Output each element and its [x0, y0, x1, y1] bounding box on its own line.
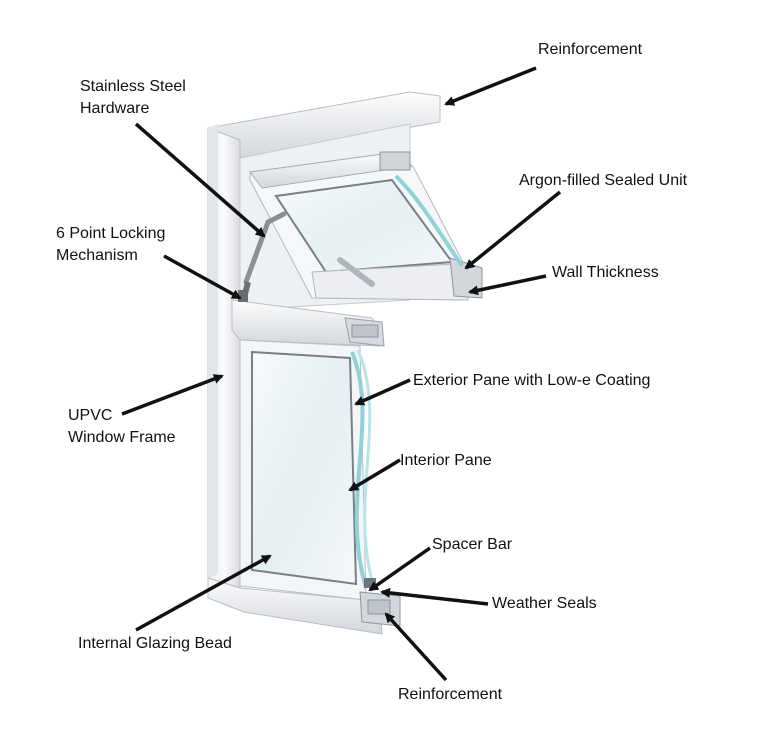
label-internal-glazing-bead: Internal Glazing Bead — [78, 635, 232, 652]
label-weather-seals: Weather Seals — [492, 595, 597, 612]
lower-glass-pane — [251, 350, 358, 586]
label-locking-line2: Mechanism — [56, 247, 138, 264]
arrow-spacer-bar — [368, 546, 432, 592]
label-upvc-window-frame: UPVC Window Frame — [68, 405, 176, 449]
arrow-internal-bead — [135, 554, 272, 632]
arrow-upvc — [121, 374, 224, 416]
locking-point — [238, 290, 248, 302]
label-argon-filled-sealed-unit: Argon-filled Sealed Unit — [519, 172, 688, 189]
arrow-weather-seals — [380, 587, 489, 606]
label-locking-line1: 6 Point Locking — [56, 225, 166, 242]
arrow-wall-thickness — [468, 274, 547, 296]
label-upvc-line2: Window Frame — [68, 429, 176, 446]
label-wall-thickness: Wall Thickness — [552, 264, 659, 281]
label-exterior-pane: Exterior Pane with Low-e Coating — [413, 372, 651, 389]
label-stainless-steel-line1: Stainless Steel — [80, 78, 186, 95]
label-interior-pane: Interior Pane — [400, 452, 492, 469]
sash-handle — [337, 257, 375, 287]
label-stainless-steel-line2: Hardware — [80, 100, 150, 117]
arrow-reinforcement-top — [444, 66, 537, 106]
label-spacer-bar: Spacer Bar — [432, 536, 513, 553]
label-6-point-locking: 6 Point Locking Mechanism — [56, 223, 165, 267]
label-stainless-steel-hardware: Stainless Steel Hardware — [80, 76, 186, 120]
arrow-exterior-pane — [354, 378, 411, 406]
arrow-argon — [464, 190, 562, 270]
stainless-steel-stay — [243, 211, 287, 285]
arrow-stainless-steel — [134, 122, 266, 238]
label-upvc-line1: UPVC — [68, 407, 113, 424]
arrow-interior-pane — [348, 458, 401, 492]
arrow-reinforcement-bottom — [384, 612, 448, 682]
arrow-locking — [163, 254, 242, 300]
label-reinforcement-bottom: Reinforcement — [398, 686, 503, 703]
callout-arrows — [121, 66, 562, 682]
label-reinforcement-top: Reinforcement — [538, 41, 643, 58]
